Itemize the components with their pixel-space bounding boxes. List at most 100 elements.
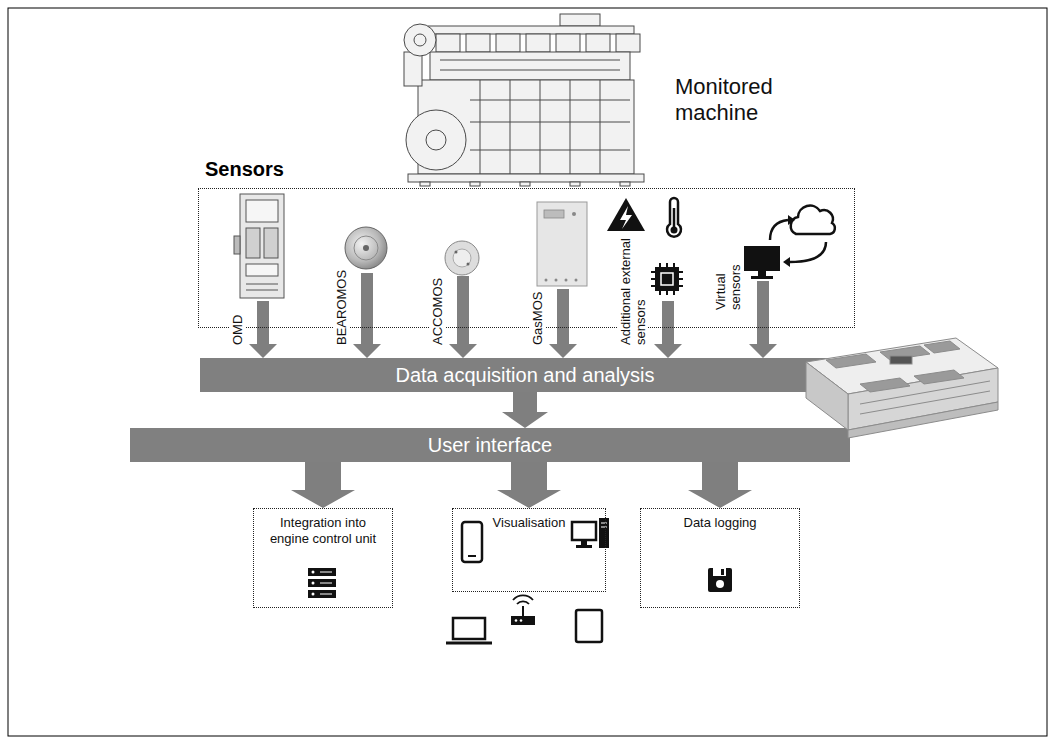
- sensor-node: Virtual sensors: [745, 245, 781, 281]
- virtual-sensor-icon-part: [783, 257, 790, 267]
- chip-icon-part: [651, 278, 656, 280]
- process-band: Data acquisition and analysis: [200, 358, 850, 392]
- engine-illustration-part: [414, 34, 426, 46]
- engine-illustration-part: [406, 110, 466, 170]
- engine-illustration-part: [520, 182, 530, 186]
- gasmos-cabinet-icon-part: [572, 212, 576, 216]
- omd-device-icon-part: [246, 228, 260, 258]
- engine-illustration-part: [440, 60, 620, 61]
- flow-arrow: [449, 276, 477, 358]
- server-icon-part: [312, 593, 315, 596]
- virtual-sensor-icon-part: [770, 220, 788, 240]
- sensor-label: OMD: [230, 314, 245, 346]
- controller-device-illustration: [806, 338, 998, 438]
- virtual-sensor-icon-part: [790, 242, 826, 262]
- gasmos-cabinet-icon: [537, 202, 587, 286]
- outer-frame: [8, 8, 1047, 736]
- engine-illustration-part: [420, 182, 430, 186]
- engine-illustration-part: [440, 70, 620, 71]
- phone-icon-part: [468, 555, 476, 557]
- engine-illustration-part: [466, 34, 490, 52]
- engine-illustration-part: [436, 34, 460, 52]
- chip-icon-part: [651, 285, 656, 287]
- sensor-label: ACCOMOS: [430, 277, 445, 346]
- electric-hazard-icon-part: [607, 198, 645, 231]
- engine-illustration-part: [404, 52, 422, 86]
- controller-device-illustration-part: [924, 341, 960, 353]
- gasmos-cabinet-icon-part: [575, 279, 578, 282]
- chip-icon-part: [659, 290, 661, 295]
- omd-device-icon-part: [234, 236, 240, 254]
- desktop-icon-part: [581, 540, 587, 545]
- chip-icon-part: [651, 271, 656, 273]
- engine-illustration-part: [600, 80, 601, 174]
- phone-icon-part: [462, 522, 482, 562]
- tablet-icon: [576, 610, 602, 642]
- engine-illustration-part: [526, 34, 550, 52]
- chip-icon-part: [678, 285, 683, 287]
- box-label: Data logging: [649, 515, 791, 531]
- electric-hazard-icon-part: [620, 206, 632, 229]
- engine-illustration-part: [480, 80, 481, 174]
- gasmos-cabinet-icon-part: [545, 279, 548, 282]
- omd-device-icon-part: [240, 194, 284, 298]
- flow-arrow: [353, 273, 381, 358]
- tablet-icon-part: [576, 610, 602, 642]
- desktop-icon-part: [601, 527, 607, 528]
- omd-device-icon: [234, 194, 284, 298]
- engine-illustration-part: [586, 34, 610, 52]
- flow-arrow: [749, 281, 777, 358]
- output-box: Integration into engine control unit: [253, 508, 393, 608]
- server-icon-part: [320, 572, 332, 573]
- desktop-icon-part: [599, 518, 609, 548]
- engine-illustration-part: [510, 80, 511, 174]
- flow-arrow: [688, 462, 752, 508]
- engine-illustration-part: [570, 80, 571, 174]
- controller-device-illustration-part: [914, 370, 964, 384]
- controller-device-illustration-part: [860, 378, 910, 392]
- accomos-sensor-icon-part: [455, 251, 458, 254]
- thermometer-icon-part: [667, 198, 681, 237]
- desktop-icon-part: [576, 545, 592, 548]
- server-icon: [308, 568, 336, 598]
- thermometer-icon: [667, 198, 681, 237]
- virtual-sensor-icon-part: [744, 246, 780, 271]
- chip-icon: [651, 263, 683, 295]
- engine-illustration-part: [540, 80, 541, 174]
- engine-illustration-part: [570, 182, 580, 186]
- engine-illustration-part: [616, 34, 640, 52]
- sensor-label: BEAROMOS: [334, 269, 349, 346]
- engine-illustration-part: [620, 182, 630, 186]
- engine-illustration-part: [470, 150, 630, 151]
- virtual-sensor-icon: [744, 206, 835, 279]
- laptop-icon-part: [446, 642, 492, 645]
- sensor-node: Additional external sensors: [651, 263, 685, 301]
- engine-illustration-part: [470, 100, 630, 101]
- sensor-node: GasMOS: [536, 201, 590, 289]
- chip-icon-part: [673, 263, 675, 268]
- engine-illustration-part: [426, 130, 446, 150]
- gasmos-cabinet-icon-part: [544, 210, 564, 218]
- sensor-label: Virtual sensors: [713, 259, 743, 311]
- router-icon-part: [515, 619, 518, 622]
- box-label: Integration into engine control unit: [262, 515, 384, 548]
- bearomos-sensor-icon-part: [354, 236, 378, 260]
- server-icon-part: [308, 579, 336, 587]
- virtual-sensor-icon-part: [751, 276, 773, 279]
- virtual-sensor-icon-part: [791, 206, 835, 234]
- floppy-disk-icon-part: [721, 569, 724, 575]
- engine-illustration-part: [408, 174, 644, 182]
- sensor-node: OMD: [233, 193, 293, 301]
- accomos-sensor-icon: [445, 241, 479, 275]
- virtual-sensor-icon-part: [758, 271, 766, 276]
- engine-illustration-part: [496, 34, 520, 52]
- engine-illustration: [404, 14, 644, 186]
- server-icon-part: [320, 594, 332, 595]
- sensor-node: ACCOMOS: [446, 242, 480, 276]
- desktop-icon-part: [601, 523, 607, 524]
- server-icon-part: [308, 568, 336, 576]
- bearomos-sensor-icon-part: [363, 245, 369, 251]
- chip-icon-part: [673, 290, 675, 295]
- chip-icon-part: [656, 268, 678, 290]
- sensor-label: Additional external sensors: [618, 232, 648, 346]
